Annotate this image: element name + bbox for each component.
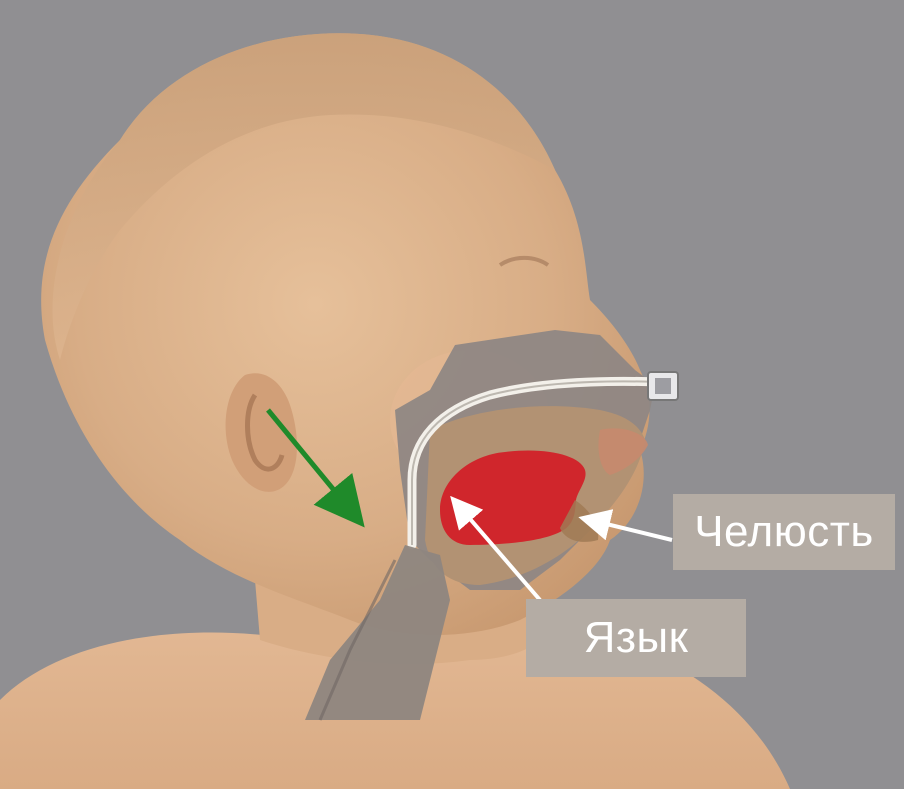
label-tongue: Язык (526, 599, 746, 677)
label-jaw-text: Челюсть (694, 510, 874, 554)
label-tongue-text: Язык (584, 616, 689, 660)
label-jaw: Челюсть (673, 494, 895, 570)
